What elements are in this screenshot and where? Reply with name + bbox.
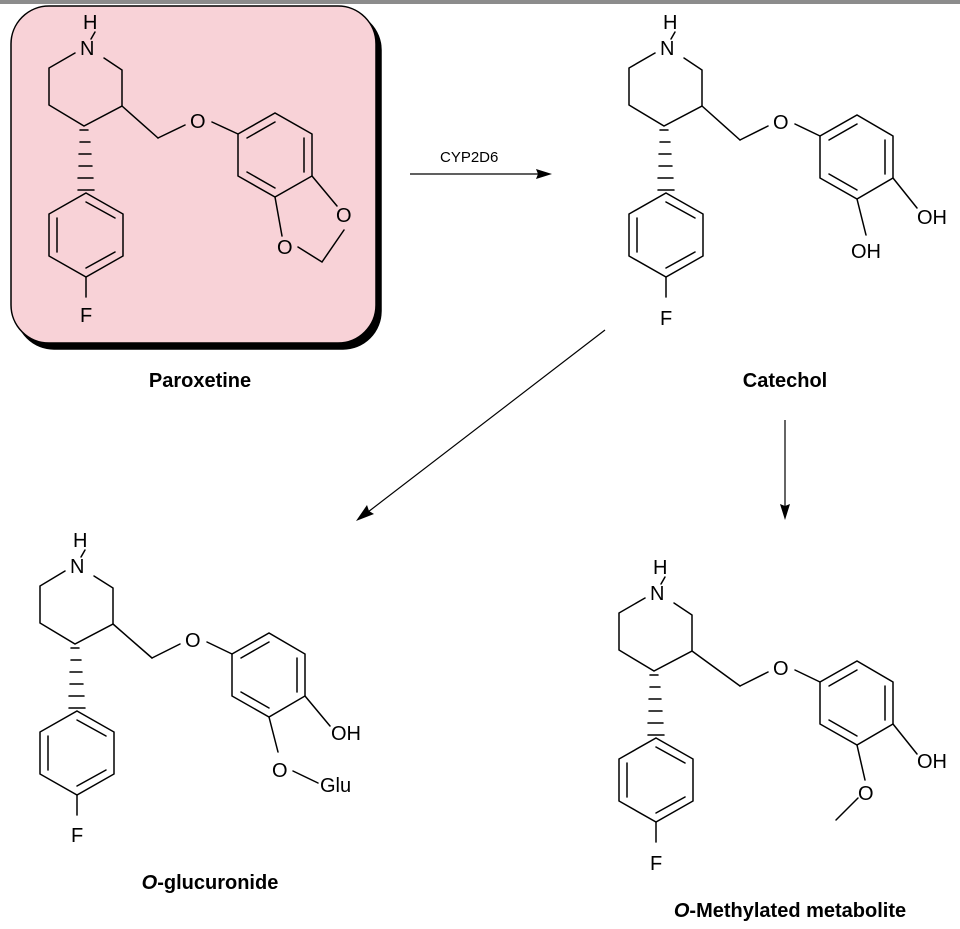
svg-text:OH: OH [331, 723, 361, 745]
svg-text:F: F [71, 825, 83, 847]
svg-text:F: F [660, 308, 672, 330]
svg-text:N: N [70, 556, 84, 578]
paroxetine-ether-o: O [190, 111, 206, 133]
glucuronidation-arrow [356, 329, 606, 521]
paroxetine-structure: H N O F O O [48, 12, 352, 327]
glu-label: Glu [320, 775, 351, 797]
svg-text:O: O [185, 630, 201, 652]
paroxetine-fluoro: F [80, 305, 92, 327]
svg-text:N: N [650, 583, 664, 605]
glucuronide-o: O [272, 760, 288, 782]
svg-text:H: H [73, 530, 87, 552]
paroxetine-dioxole-o1: O [336, 205, 352, 227]
svg-text:OH: OH [917, 751, 947, 773]
svg-text:O: O [773, 112, 789, 134]
catechol-label: Catechol [742, 370, 828, 392]
glucuronide-label: O-glucuronide [141, 872, 279, 894]
svg-text:N: N [660, 38, 674, 60]
svg-text:H: H [663, 12, 677, 34]
top-border [0, 0, 960, 4]
svg-text:O: O [773, 658, 789, 680]
svg-text:F: F [650, 853, 662, 875]
methylation-arrow [780, 420, 790, 520]
paroxetine-h-label: H [83, 12, 97, 34]
catechol-structure: H N O F OH OH [628, 12, 947, 330]
svg-text:H: H [653, 557, 667, 579]
methylated-label: O-Methylated metabolite [673, 900, 907, 922]
paroxetine-dioxole-o2: O [277, 237, 293, 259]
paroxetine-highlight-box [10, 5, 377, 344]
paroxetine-label: Paroxetine [148, 370, 252, 392]
catechol-oh-2: OH [851, 241, 881, 263]
catechol-oh-1: OH [917, 207, 947, 229]
methylated-structure: H N O F OH O [618, 557, 947, 875]
cyp2d6-arrow: CYP2D6 [410, 149, 552, 179]
glucuronide-structure: H N O F OH O Glu [39, 530, 361, 847]
paroxetine-n-label: N [80, 38, 94, 60]
enzyme-label: CYP2D6 [440, 149, 498, 166]
methoxy-o: O [858, 783, 874, 805]
